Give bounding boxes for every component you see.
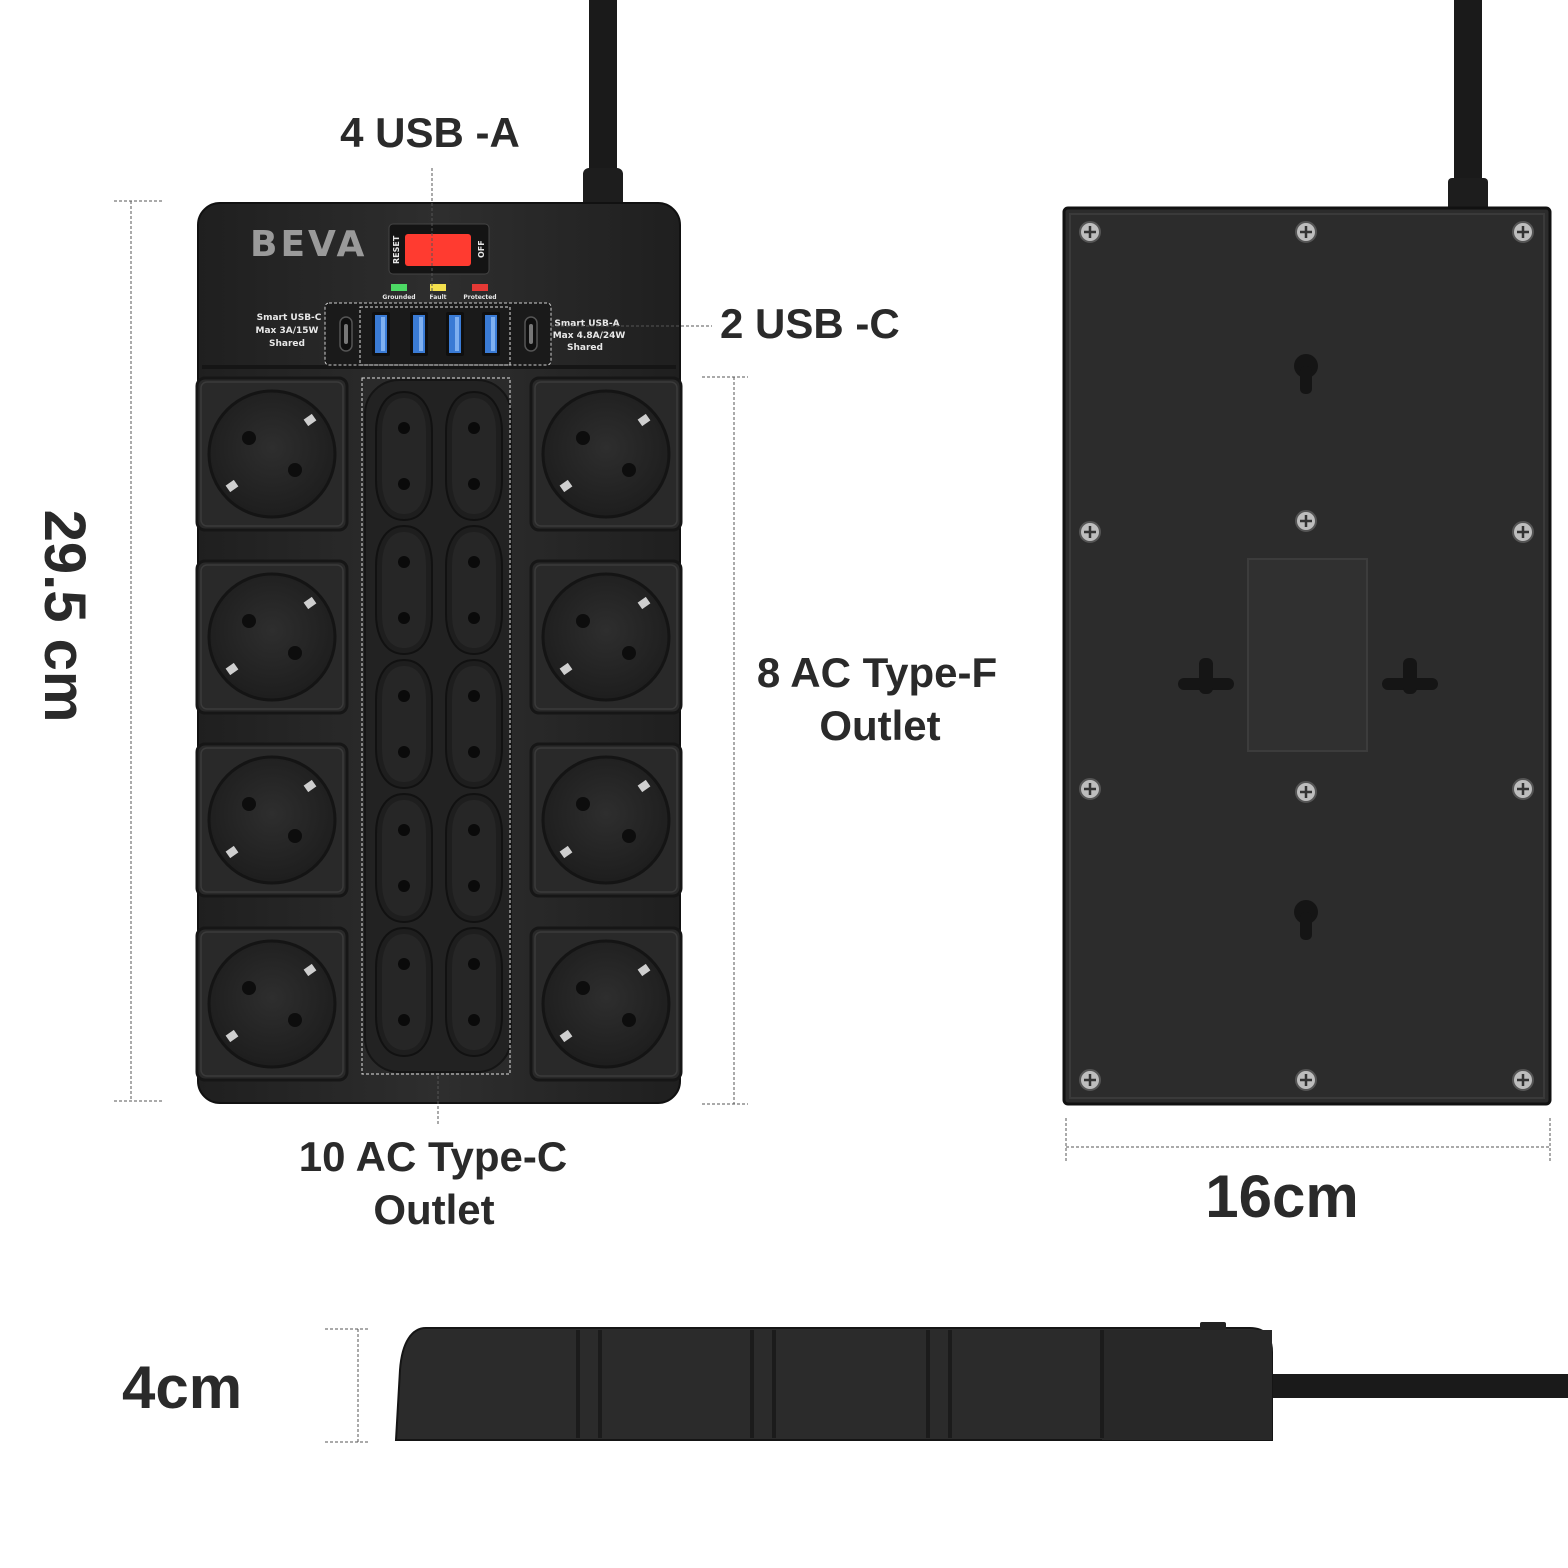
type-c-socket-8[interactable] — [445, 793, 503, 923]
type-c-socket-1[interactable] — [375, 391, 433, 521]
type-c-socket-9[interactable] — [375, 927, 433, 1057]
type-c-socket-3[interactable] — [375, 525, 433, 655]
switch-reset-label: RESET — [392, 235, 401, 264]
svg-text:Shared: Shared — [269, 339, 305, 349]
type-f-socket-2[interactable] — [195, 559, 349, 715]
power-cord-side — [1270, 1374, 1568, 1398]
svg-text:Max 4.8A/24W: Max 4.8A/24W — [553, 331, 626, 341]
indicator-light-fault — [430, 284, 446, 291]
indicator-label-grounded: Grounded — [382, 294, 415, 301]
type-c-socket-5[interactable] — [375, 659, 433, 789]
callout-usb-c: 2 USB -C — [720, 300, 900, 347]
switch-rocker[interactable] — [405, 234, 471, 266]
usb-c-info: Smart USB-C Max 3A/15W Shared — [256, 313, 322, 349]
type-c-socket-6[interactable] — [445, 659, 503, 789]
callout-type-c-line2: Outlet — [373, 1186, 494, 1233]
svg-text:Smart USB-A: Smart USB-A — [554, 319, 619, 329]
type-c-socket-10[interactable] — [445, 927, 503, 1057]
callout-type-c-line1: 10 AC Type-C — [299, 1133, 567, 1180]
callout-usb-a: 4 USB -A — [340, 109, 520, 156]
type-f-socket-5[interactable] — [529, 376, 683, 532]
cord-strain-relief — [583, 168, 623, 208]
type-c-socket-7[interactable] — [375, 793, 433, 923]
brand-logo: BEVA — [250, 224, 367, 265]
switch-off-label: OFF — [477, 240, 486, 258]
indicator-label-protected: Protected — [463, 294, 496, 301]
usb-a-port-2[interactable] — [410, 312, 428, 356]
callout-type-f-line2: Outlet — [819, 702, 940, 749]
indicator-light-protected — [472, 284, 488, 291]
usb-a-port-1[interactable] — [372, 312, 390, 356]
status-indicators: Grounded Fault Protected — [382, 284, 497, 301]
type-f-socket-7[interactable] — [529, 742, 683, 898]
svg-text:Shared: Shared — [567, 343, 603, 353]
type-f-socket-3[interactable] — [195, 742, 349, 898]
type-f-socket-1[interactable] — [195, 376, 349, 532]
usb-c-port-right[interactable] — [524, 316, 538, 352]
usb-a-port-3[interactable] — [446, 312, 464, 356]
power-cord-back — [1454, 0, 1482, 190]
usb-a-port-4[interactable] — [482, 312, 500, 356]
back-label-area — [1247, 558, 1368, 752]
type-f-socket-8[interactable] — [529, 926, 683, 1082]
indicator-label-fault: Fault — [430, 294, 447, 301]
dimension-depth: 4cm — [122, 1354, 242, 1421]
svg-text:Max 3A/15W: Max 3A/15W — [256, 326, 319, 336]
type-c-socket-2[interactable] — [445, 391, 503, 521]
svg-text:Smart USB-C: Smart USB-C — [257, 313, 322, 323]
type-f-socket-6[interactable] — [529, 559, 683, 715]
type-c-socket-4[interactable] — [445, 525, 503, 655]
indicator-light-grounded — [391, 284, 407, 291]
usb-panel — [324, 302, 552, 366]
type-f-socket-4[interactable] — [195, 926, 349, 1082]
callout-type-f-line1: 8 AC Type-F — [757, 649, 997, 696]
power-cord-front — [589, 0, 617, 200]
dimension-height: 29.5 cm — [32, 510, 97, 723]
usb-c-port-left[interactable] — [339, 316, 353, 352]
keyhole-mounts — [1178, 354, 1438, 940]
dimension-width: 16cm — [1205, 1163, 1358, 1230]
usb-a-info: Smart USB-A Max 4.8A/24W Shared — [553, 319, 626, 353]
